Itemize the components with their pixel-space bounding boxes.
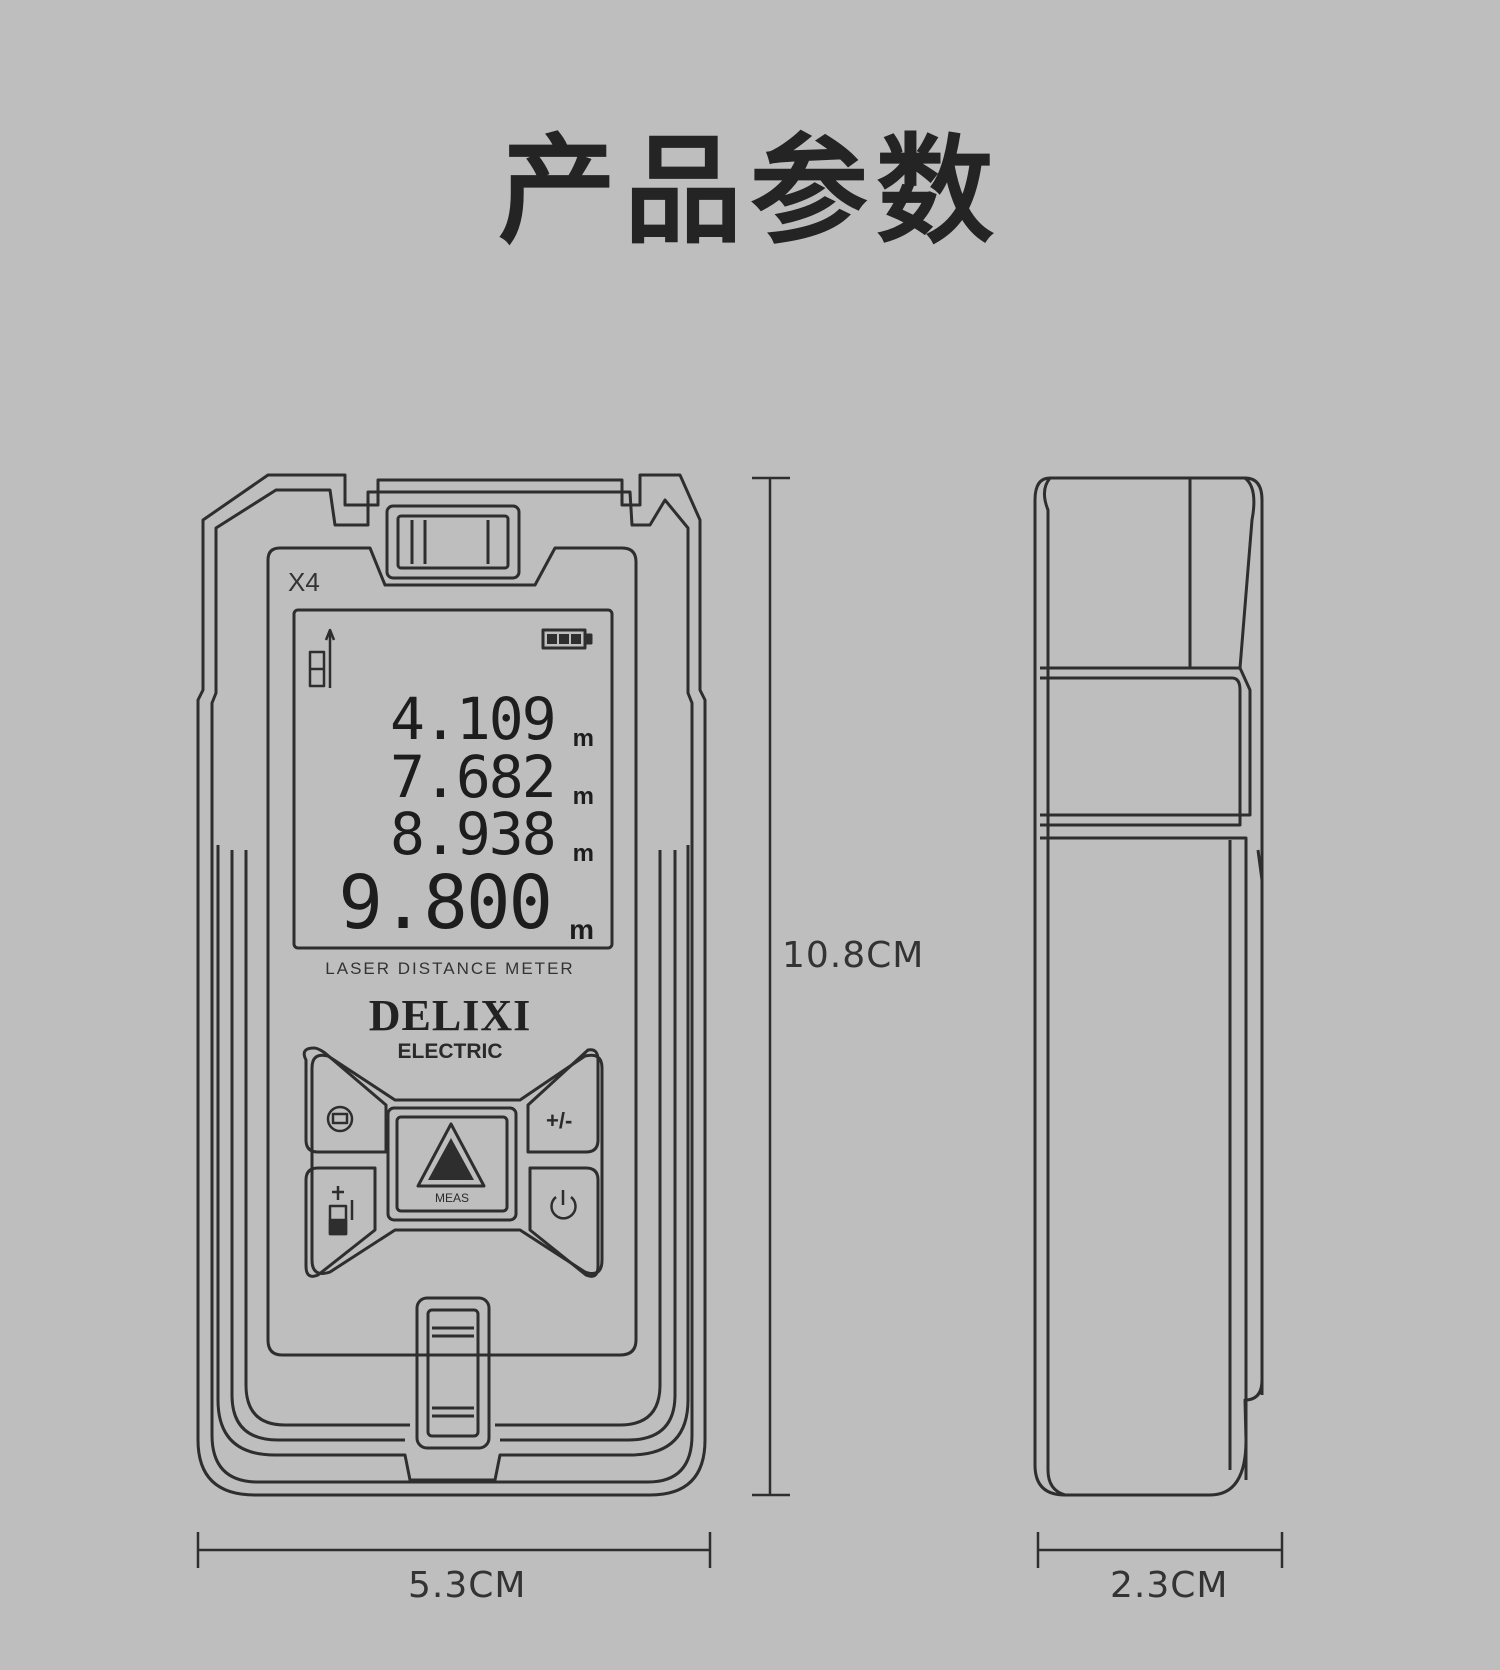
reading-unit: m (569, 914, 594, 945)
reading-row: 9.800 m (338, 860, 594, 946)
width-dimension-line (196, 1532, 712, 1568)
reading-unit: m (572, 725, 594, 752)
function-menu-icon (326, 1105, 354, 1133)
depth-label: 2.3CM (1110, 1565, 1229, 1606)
height-dimension-line (752, 476, 790, 1497)
reading-row: 4.109 m (390, 685, 594, 753)
page-title: 产品参数 (497, 122, 1002, 260)
reading-row: 8.938 m (390, 800, 594, 868)
meas-button[interactable]: MEAS (434, 1191, 469, 1205)
laser-level-icon (328, 1186, 354, 1236)
power-icon (550, 1190, 577, 1220)
height-label: 10.8CM (782, 935, 925, 976)
reading-value: 7.682 (390, 743, 557, 811)
brand-subtitle: ELECTRIC (397, 1040, 503, 1063)
reading-value: 4.109 (390, 685, 557, 753)
reading-unit: m (572, 783, 594, 810)
reading-row: 7.682 m (390, 743, 594, 811)
lcd-readings: 4.109 m 7.682 m 8.938 m 9.800 m (294, 610, 594, 948)
reading-value: 9.800 (338, 860, 553, 946)
front-view (196, 473, 707, 1497)
reference-point-icon (308, 628, 336, 688)
reading-value: 8.938 (390, 800, 557, 868)
product-type-label: LASER DISTANCE METER (325, 959, 575, 978)
side-view (1033, 476, 1264, 1497)
plus-minus-button[interactable]: +/- (546, 1108, 573, 1133)
width-label: 5.3CM (408, 1565, 527, 1606)
depth-dimension-line (1036, 1532, 1284, 1568)
model-label: X4 (288, 567, 320, 597)
warning-triangle-icon (416, 1122, 486, 1188)
reading-unit: m (572, 840, 594, 867)
battery-icon (541, 628, 593, 650)
brand-logo: DELIXI (368, 991, 532, 1040)
